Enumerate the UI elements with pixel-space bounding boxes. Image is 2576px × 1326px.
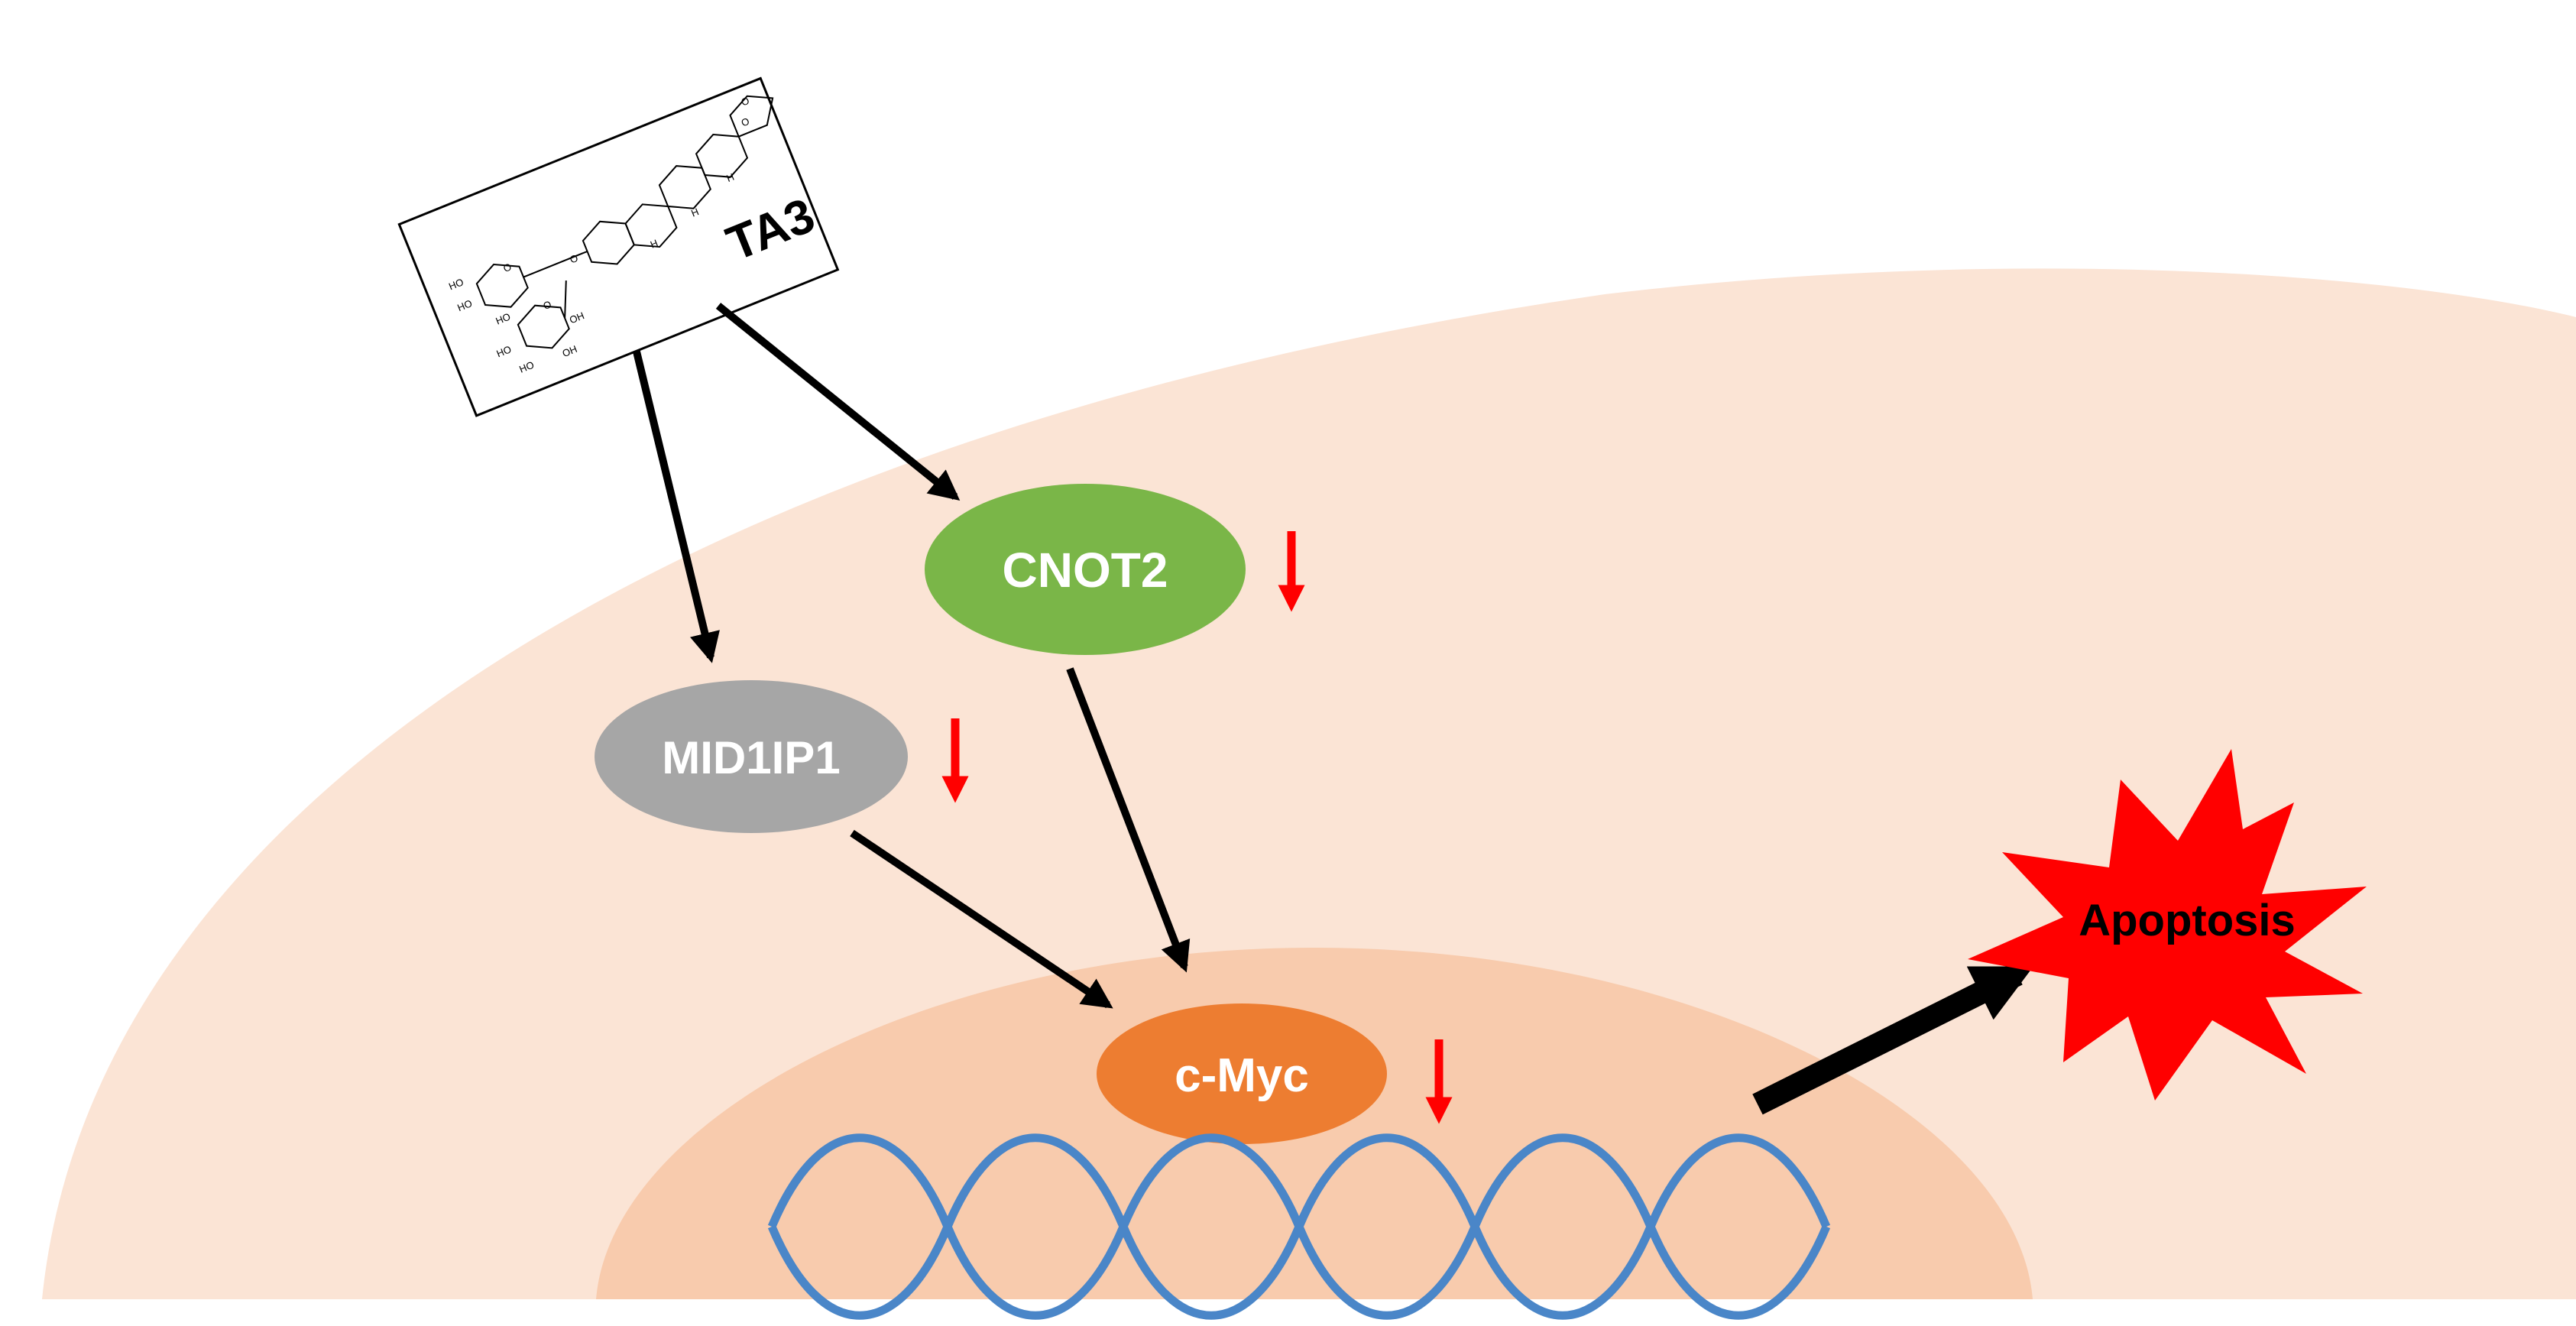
cnot2-node: CNOT2 <box>925 484 1246 655</box>
mid1ip1-label: MID1IP1 <box>662 732 840 783</box>
cmyc-label: c-Myc <box>1175 1049 1309 1102</box>
cnot2-label: CNOT2 <box>1003 543 1168 598</box>
mid1ip1-node: MID1IP1 <box>595 680 908 833</box>
arrow-cmyc-to-apoptosis <box>1752 964 2033 1115</box>
structure-label: HO <box>517 359 536 375</box>
chemical-structure-icon <box>475 95 774 349</box>
cmyc-node: c-Myc <box>1097 1003 1387 1144</box>
dna-helix-icon <box>767 1133 1831 1320</box>
apoptosis-burst: Apoptosis <box>1968 749 2367 1101</box>
structure-label: HO <box>494 311 512 327</box>
structure-label: OH <box>568 310 586 326</box>
apoptosis-label: Apoptosis <box>2079 896 2296 945</box>
structure-label: HO <box>495 343 514 359</box>
structure-label: OH <box>561 343 579 359</box>
arrow-ta3-to-mid1ip1 <box>633 350 720 663</box>
arrow-ta3-to-cnot2 <box>715 303 961 501</box>
starburst-icon <box>1968 749 2367 1101</box>
ta3-compound-box: HO HO HO HO HO OH OH H H H O O O O O TA3 <box>397 76 840 417</box>
arrow-cnot2-to-cmyc <box>1066 667 1191 973</box>
cell-membrane <box>42 268 2576 1300</box>
structure-label: HO <box>447 276 465 292</box>
arrow-mid1ip1-to-cmyc <box>850 829 1113 1009</box>
structure-label: HO <box>455 297 474 313</box>
